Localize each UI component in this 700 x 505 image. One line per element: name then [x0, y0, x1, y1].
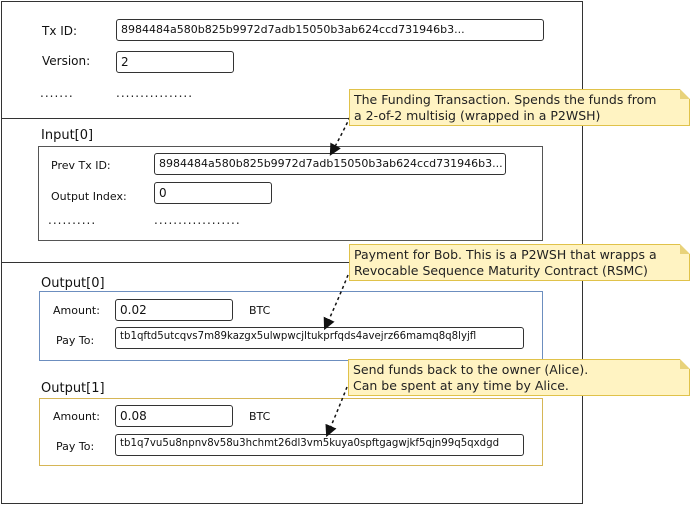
output1-title: Output[1] [41, 381, 105, 396]
output1-amount-label: Amount: [53, 410, 100, 423]
output-index-label: Output Index: [51, 190, 127, 203]
output1-amount-field[interactable]: 0.08 [115, 405, 233, 427]
bob-note: Payment for Bob. This is a P2WSH that wr… [349, 244, 690, 281]
funding-note-line1: The Funding Transaction. Spends the fund… [354, 92, 657, 107]
output1-payto-field[interactable]: tb1q7vu5u8npnv8v58u3hchmt26dl3vm5kuya0sp… [115, 434, 524, 456]
output0-payto-label: Pay To: [56, 334, 95, 347]
funding-note-fold [680, 89, 690, 99]
output1-unit-label: BTC [249, 410, 271, 423]
version-field[interactable]: 2 [116, 51, 234, 73]
version-label: Version: [42, 54, 91, 68]
output0-unit-label: BTC [249, 304, 271, 317]
alice-note-line1: Send funds back to the owner (Alice). [353, 362, 589, 377]
output1-payto-label: Pay To: [56, 440, 95, 453]
output0-amount-label: Amount: [53, 304, 100, 317]
input0-box [38, 146, 543, 241]
bob-arrow [323, 274, 349, 331]
section-divider-outputs [1, 262, 583, 263]
header-ellipsis-right: ................ [116, 86, 194, 100]
txid-label: Tx ID: [42, 24, 78, 38]
txid-field[interactable]: 8984484a580b825b9972d7adb15050b3ab624ccd… [116, 19, 544, 41]
bob-note-line1: Payment for Bob. This is a P2WSH that wr… [354, 247, 657, 262]
alice-note-line2: Can be spent at any time by Alice. [353, 378, 569, 393]
funding-note: The Funding Transaction. Spends the fund… [349, 89, 690, 126]
alice-arrow [325, 386, 348, 438]
output0-amount-field[interactable]: 0.02 [115, 299, 233, 321]
header-ellipsis-left: ....... [40, 86, 74, 100]
input0-ellipsis-left: .......... [48, 213, 97, 227]
output0-title: Output[0] [41, 276, 105, 291]
bob-note-fold [680, 244, 690, 254]
alice-note: Send funds back to the owner (Alice). Ca… [348, 359, 690, 396]
output0-payto-field[interactable]: tb1qftd5utcqvs7m89kazgx5ulwpwcjltukprfqd… [115, 327, 524, 349]
output-index-field[interactable]: 0 [154, 182, 272, 204]
section-divider-inputs [1, 118, 583, 119]
prev-txid-label: Prev Tx ID: [51, 159, 111, 172]
input0-title: Input[0] [41, 128, 94, 143]
funding-note-line2: a 2-of-2 multisig (wrapped in a P2WSH) [354, 108, 601, 123]
alice-note-fold [680, 359, 690, 369]
bob-note-line2: Revocable Sequence Maturity Contract (RS… [354, 263, 648, 278]
input0-ellipsis-right: .................. [154, 213, 241, 227]
funding-arrow [329, 116, 351, 156]
